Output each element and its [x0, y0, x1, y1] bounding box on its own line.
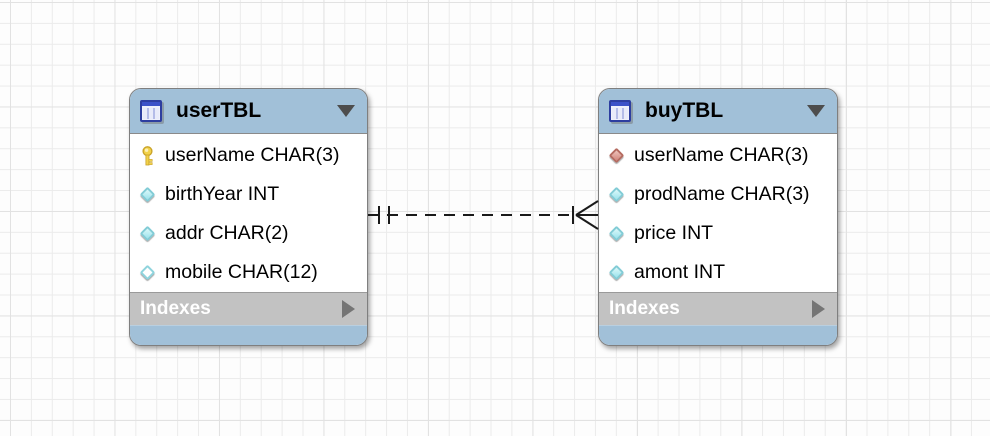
foreign-key-icon	[608, 146, 625, 166]
table-title: buyTBL	[645, 99, 724, 122]
column-not-null-icon	[139, 185, 156, 205]
column-row[interactable]: prodName CHAR(3)	[599, 175, 837, 214]
indexes-label: Indexes	[609, 298, 680, 319]
column-row[interactable]: mobile CHAR(12)	[130, 253, 367, 292]
column-not-null-icon	[608, 224, 625, 244]
column-not-null-icon	[139, 224, 156, 244]
column-label: birthYear INT	[165, 183, 280, 205]
primary-key-icon	[139, 145, 156, 166]
table-buytbl[interactable]: buyTBL userName CHAR(3) prodName CHAR(3)…	[598, 88, 838, 346]
table-footer-strip	[130, 325, 367, 345]
indexes-label: Indexes	[140, 298, 211, 319]
column-label: addr CHAR(2)	[165, 222, 289, 244]
column-list: userName CHAR(3) prodName CHAR(3) price …	[599, 134, 837, 292]
table-icon	[140, 100, 162, 122]
table-usertbl[interactable]: userTBL userName CHAR(3) birthYe	[129, 88, 368, 346]
column-label: userName CHAR(3)	[634, 144, 809, 166]
expand-indexes-icon[interactable]	[342, 300, 355, 318]
table-icon	[609, 100, 631, 122]
column-label: price INT	[634, 222, 714, 244]
table-header-buytbl[interactable]: buyTBL	[599, 89, 837, 134]
table-footer-strip	[599, 325, 837, 345]
column-row[interactable]: amont INT	[599, 253, 837, 292]
table-header-usertbl[interactable]: userTBL	[130, 89, 367, 134]
column-row[interactable]: price INT	[599, 214, 837, 253]
column-row[interactable]: userName CHAR(3)	[130, 136, 367, 175]
column-row[interactable]: addr CHAR(2)	[130, 214, 367, 253]
column-not-null-icon	[608, 263, 625, 283]
column-label: prodName CHAR(3)	[634, 183, 810, 205]
column-row[interactable]: userName CHAR(3)	[599, 136, 837, 175]
indexes-bar[interactable]: Indexes	[130, 292, 367, 325]
column-list: userName CHAR(3) birthYear INT addr CHAR…	[130, 134, 367, 292]
column-label: mobile CHAR(12)	[165, 261, 318, 283]
column-row[interactable]: birthYear INT	[130, 175, 367, 214]
indexes-bar[interactable]: Indexes	[599, 292, 837, 325]
relationship-one-to-many-connector[interactable]	[360, 188, 606, 242]
column-not-null-icon	[608, 185, 625, 205]
collapse-toggle-icon[interactable]	[807, 105, 825, 117]
expand-indexes-icon[interactable]	[812, 300, 825, 318]
column-label: userName CHAR(3)	[165, 144, 340, 166]
collapse-toggle-icon[interactable]	[337, 105, 355, 117]
column-nullable-icon	[139, 263, 156, 283]
table-title: userTBL	[176, 99, 262, 122]
column-label: amont INT	[634, 261, 726, 283]
